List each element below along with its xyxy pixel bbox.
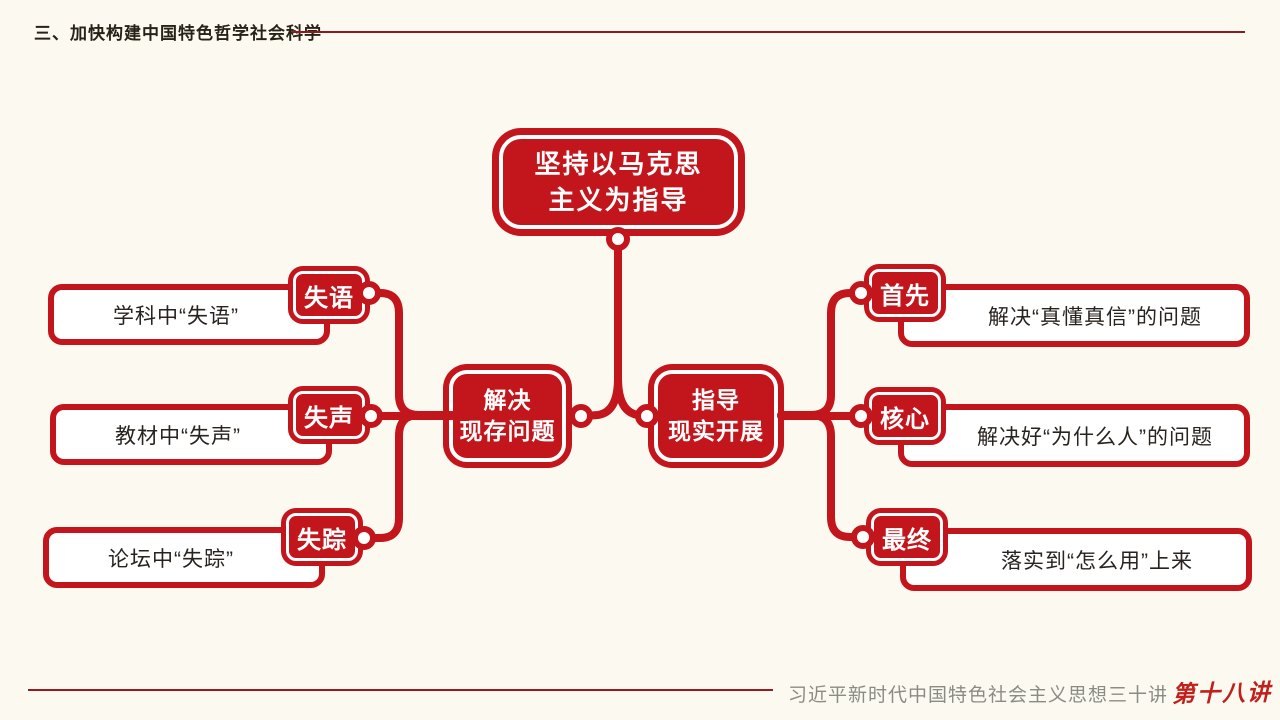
right-center-node-label: 指导 现实开展 <box>668 387 764 444</box>
tag-label: 失语 <box>304 284 354 312</box>
connector-right-top <box>777 289 865 419</box>
left-center-node: 解决 现存问题 <box>449 370 566 462</box>
leaf-label: 落实到“怎么用”上来 <box>1001 549 1193 573</box>
leaf-label: 解决好“为什么人”的问题 <box>977 425 1213 449</box>
connector-left-bottom <box>360 411 423 542</box>
tag-label: 最终 <box>882 526 932 554</box>
tag-label: 失踪 <box>297 526 347 554</box>
tag-badge-right-3: 最终 <box>871 513 943 561</box>
footer-rule <box>28 689 773 691</box>
leaf-box-left-2: 教材中“失声” <box>50 404 332 465</box>
leaf-box-left-3: 论坛中“失踪” <box>43 527 325 588</box>
tag-badge-right-1: 首先 <box>869 269 941 317</box>
leaf-label: 论坛中“失踪” <box>108 547 234 571</box>
connector-left-top <box>365 289 456 419</box>
tag-badge-left-2: 失声 <box>293 391 365 439</box>
leaf-box-left-1: 学科中“失语” <box>48 284 330 345</box>
root-node: 坚持以马克思 主义为指导 <box>499 135 738 229</box>
leaf-label: 解决“真懂真信”的问题 <box>988 305 1202 329</box>
tag-badge-left-3: 失踪 <box>286 513 358 561</box>
leaf-box-right-1: 解决“真懂真信”的问题 <box>898 284 1250 347</box>
connector-root-to-right <box>614 374 649 420</box>
junction-dot-right-2 <box>849 404 873 428</box>
tag-label: 失声 <box>304 404 354 432</box>
root-node-label: 坚持以马克思 主义为指导 <box>534 149 703 215</box>
leaf-label: 学科中“失语” <box>113 304 239 328</box>
left-center-node-label: 解决 现存问题 <box>459 387 556 444</box>
tag-badge-left-1: 失语 <box>293 271 365 319</box>
footer-series-title: 习近平新时代中国特色社会主义思想三十讲 <box>788 685 1169 706</box>
tag-label: 首先 <box>880 282 930 310</box>
junction-dot-root <box>606 227 630 251</box>
tag-label: 核心 <box>880 405 930 433</box>
connector-right-bottom <box>807 411 867 541</box>
page-title: 三、加快构建中国特色哲学社会科学 <box>34 24 322 43</box>
right-center-node: 指导 现实开展 <box>654 370 778 462</box>
connector-root-to-left <box>580 374 622 420</box>
junction-dot-right-1 <box>849 281 873 305</box>
header-rule <box>292 31 1245 33</box>
tag-badge-right-2: 核心 <box>869 392 941 440</box>
leaf-box-right-2: 解决好“为什么人”的问题 <box>898 404 1250 467</box>
footer-lecture-number: 第十八讲 <box>1171 679 1273 708</box>
leaf-box-right-3: 落实到“怎么用”上来 <box>900 528 1252 591</box>
leaf-label: 教材中“失声” <box>115 424 241 448</box>
junction-dot-left-node <box>569 404 593 428</box>
junction-dot-right-3 <box>851 525 875 549</box>
